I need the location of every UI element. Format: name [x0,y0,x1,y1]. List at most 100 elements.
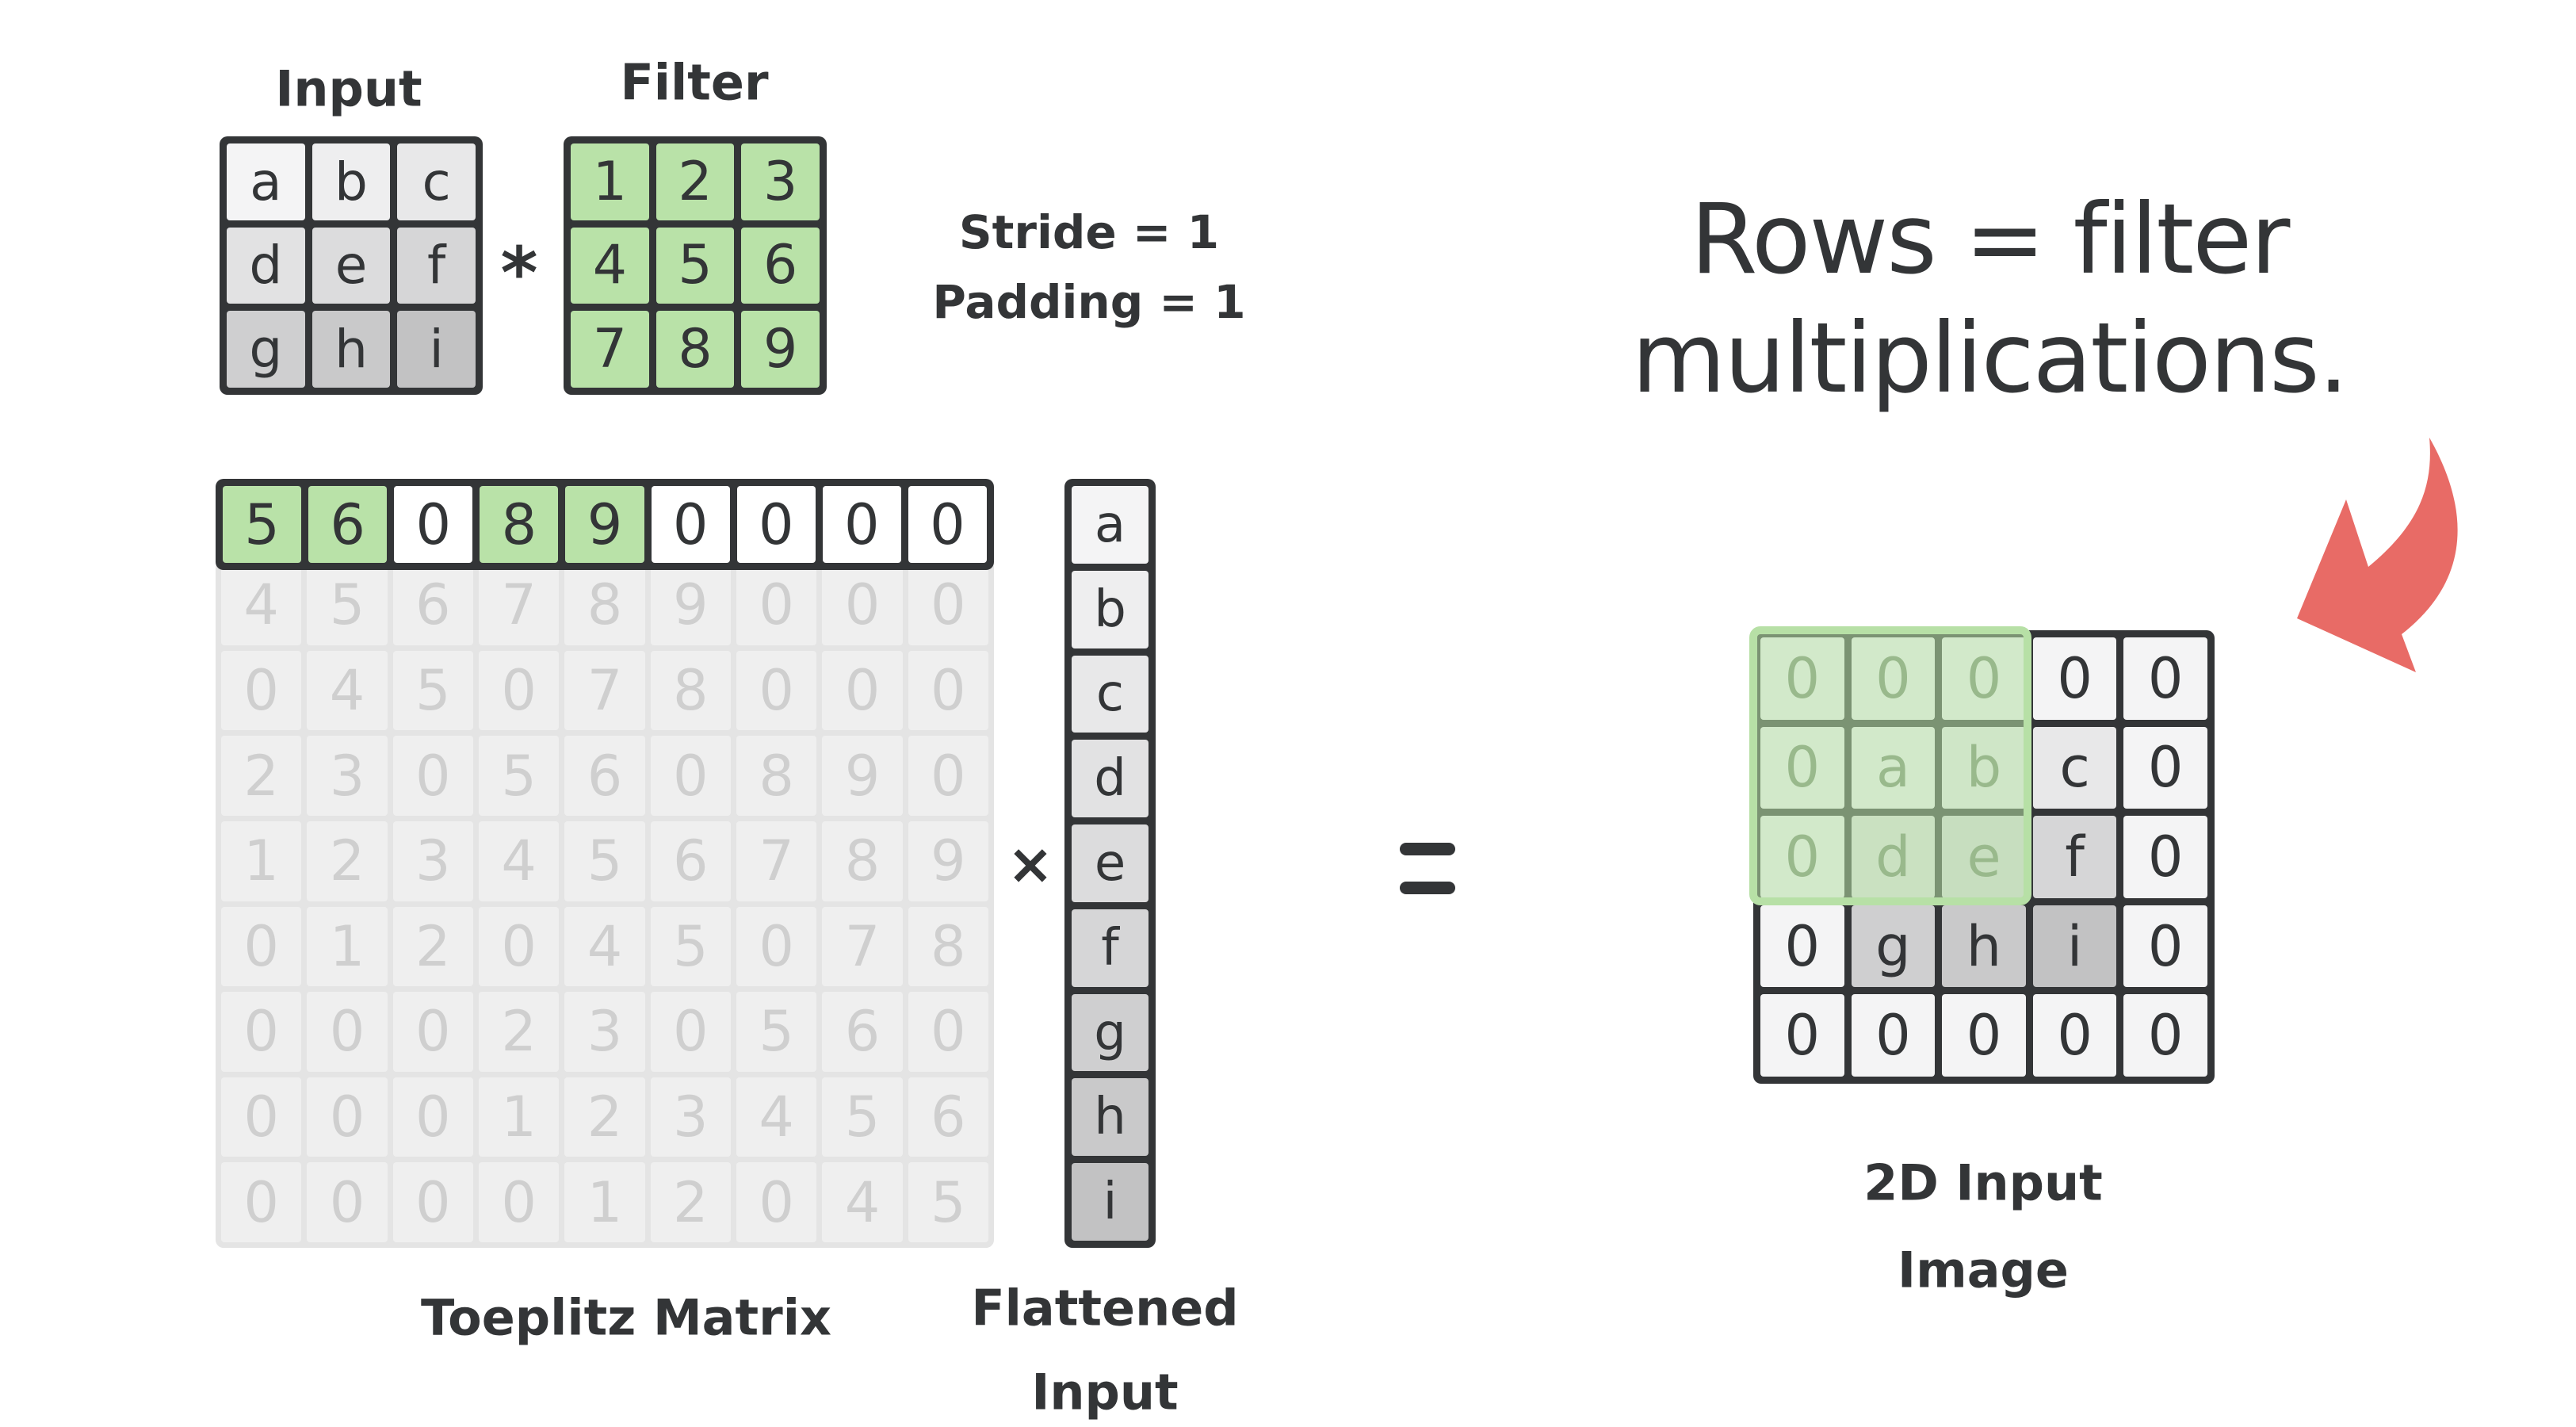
curved-arrow-icon [2297,438,2458,672]
toeplitz-cell-faded: 8 [650,650,731,731]
toeplitz-cell-faded: 0 [392,1162,473,1242]
toeplitz-cell-faded: 9 [822,736,903,816]
headline-line-1: Rows = filter [1690,183,2291,296]
toeplitz-cell-faded: 0 [392,992,473,1072]
padded-cell: 0 [2123,637,2207,720]
toeplitz-cell-faded: 0 [650,992,731,1072]
toeplitz-cell-faded: 5 [736,992,817,1072]
filter-cell: 4 [571,227,649,304]
toeplitz-cell-faded: 0 [736,650,817,731]
flattened-cell: c [1072,655,1148,733]
toeplitz-cell-faded: 6 [650,821,731,901]
toeplitz-cell-faded: 0 [307,992,388,1072]
toeplitz-cell-faded: 9 [650,565,731,645]
flattened-label-line-2: Input [1031,1363,1179,1421]
toeplitz-cell-faded: 5 [822,1077,903,1157]
toeplitz-cell-faded: 7 [822,906,903,987]
input-label: Input [275,59,422,118]
toeplitz-cell-faded: 0 [908,650,988,731]
image-label-line-2: Image [1898,1241,2069,1299]
toeplitz-cell-faded: 6 [392,565,473,645]
toeplitz-cell-faded: 4 [822,1162,903,1242]
input-cell: d [227,227,305,304]
toeplitz-cell-faded: 5 [307,565,388,645]
toeplitz-cell-faded: 6 [822,992,903,1072]
toeplitz-cell-faded: 2 [392,906,473,987]
input-cell: i [397,311,476,388]
filter-cell: 2 [655,143,735,220]
toeplitz-cell-faded: 5 [392,650,473,731]
toeplitz-cell-highlighted: 9 [565,486,644,563]
padded-cell: 0 [1851,994,1936,1077]
input-cell: b [311,143,391,220]
toeplitz-cell-highlighted: 5 [223,486,302,563]
padded-cell: 0 [1942,994,2026,1077]
input-cell: e [311,227,391,304]
image-label-line-1: 2D Input [1863,1153,2103,1212]
toeplitz-cell-faded: 0 [736,1162,817,1242]
toeplitz-cell-faded: 0 [221,992,302,1072]
toeplitz-cell-faded: 0 [221,1162,302,1242]
toeplitz-cell-faded: 0 [307,1077,388,1157]
toeplitz-cell-highlighted: 0 [651,486,730,563]
flattened-cell: g [1072,993,1148,1072]
toeplitz-cell-faded: 8 [908,906,988,987]
toeplitz-cell-faded: 0 [479,1162,560,1242]
equals-bar-top [1400,843,1455,855]
filter-cell: 3 [741,143,820,220]
flattened-cell: e [1072,824,1148,902]
padding-text: Padding = 1 [932,275,1246,329]
stride-text: Stride = 1 [958,205,1220,259]
toeplitz-cell-highlighted: 0 [394,486,473,563]
toeplitz-cell-faded: 3 [564,992,645,1072]
flattened-cell: d [1072,740,1148,818]
convolution-operator: * [500,231,538,316]
padded-cell: f [2032,816,2117,898]
toeplitz-cell-faded: 0 [479,906,560,987]
toeplitz-cell-faded: 0 [650,736,731,816]
flattened-cell: a [1072,486,1148,564]
padded-cell: 0 [1760,905,1844,988]
toeplitz-cell-faded: 4 [564,906,645,987]
padded-cell: 0 [2123,726,2207,809]
toeplitz-cell-highlighted: 6 [308,486,388,563]
multiply-operator: × [1007,832,1054,897]
toeplitz-cell-faded: 5 [479,736,560,816]
toeplitz-cell-faded: 6 [908,1077,988,1157]
toeplitz-cell-faded: 2 [650,1162,731,1242]
toeplitz-cell-faded: 0 [736,906,817,987]
toeplitz-cell-faded: 4 [479,821,560,901]
padded-cell: 0 [2032,637,2117,720]
filter-window-overlay [1749,626,2031,905]
toeplitz-cell-faded: 4 [307,650,388,731]
filter-cell: 8 [655,311,735,388]
toeplitz-cell-faded: 0 [822,650,903,731]
toeplitz-cell-faded: 0 [221,906,302,987]
toeplitz-cell-faded: 7 [736,821,817,901]
toeplitz-cell-faded: 2 [564,1077,645,1157]
padded-cell: c [2032,726,2117,809]
toeplitz-cell-faded: 1 [221,821,302,901]
filter-cell: 6 [741,227,820,304]
toeplitz-cell-faded: 0 [908,736,988,816]
toeplitz-cell-faded: 0 [221,1077,302,1157]
filter-label: Filter [620,53,769,112]
toeplitz-cell-faded: 4 [736,1077,817,1157]
toeplitz-cell-highlighted: 8 [480,486,559,563]
input-cell: h [311,311,391,388]
flattened-cell: h [1072,1078,1148,1157]
padded-cell: 0 [2123,994,2207,1077]
toeplitz-cell-faded: 5 [908,1162,988,1242]
toeplitz-cell-faded: 0 [479,650,560,731]
filter-cell: 5 [655,227,735,304]
equals-sign [1400,843,1455,895]
input-cell: f [397,227,476,304]
toeplitz-cell-faded: 3 [392,821,473,901]
toeplitz-cell-faded: 5 [650,906,731,987]
toeplitz-cell-faded: 0 [307,1162,388,1242]
toeplitz-cell-faded: 3 [650,1077,731,1157]
